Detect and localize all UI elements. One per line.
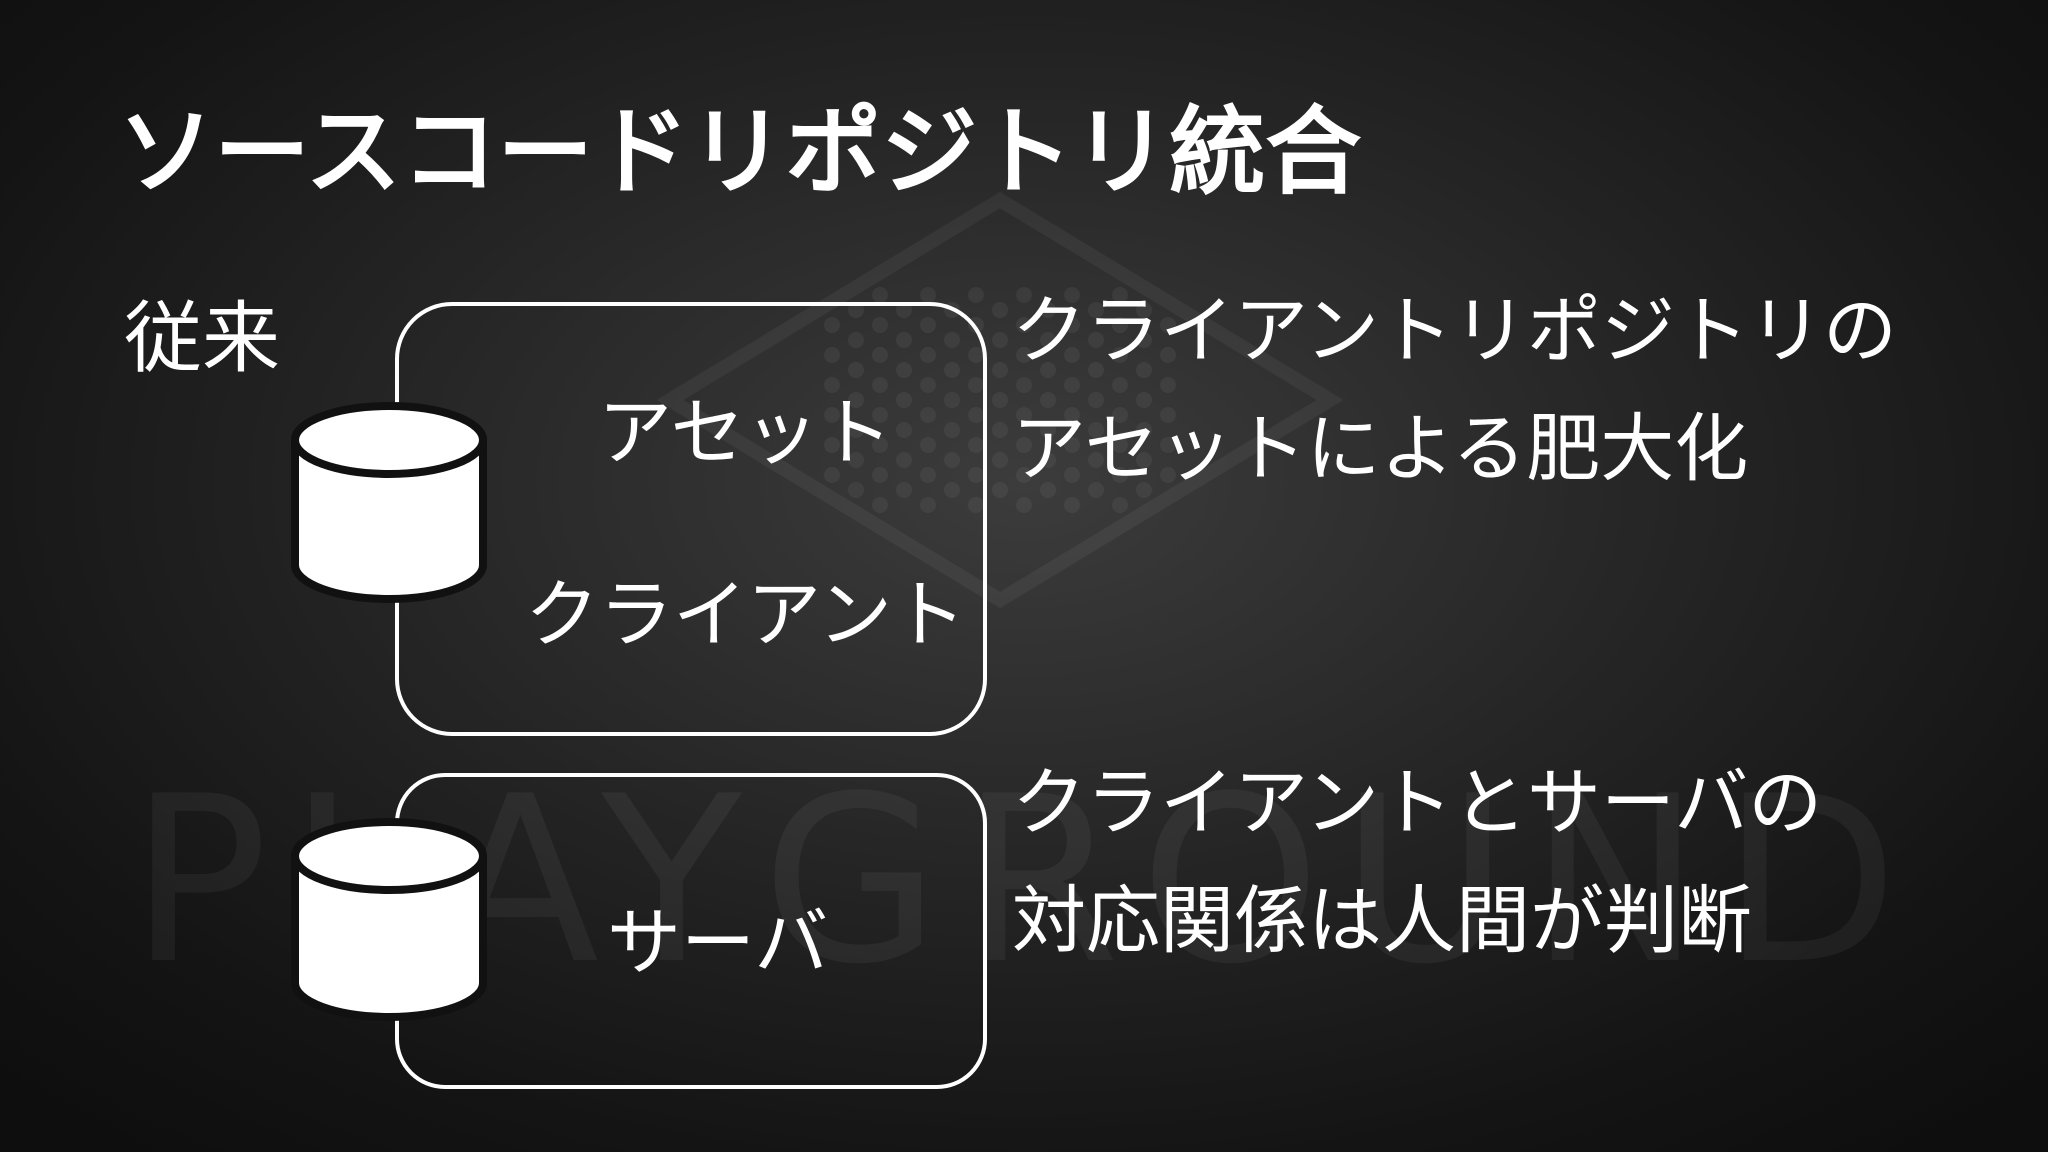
note-line: クライアントリポジトリの xyxy=(1012,288,1898,374)
note-line: クライアントとサーバの xyxy=(1012,760,1823,846)
database-icon xyxy=(291,818,487,1021)
problem-note-mapping: クライアントとサーバの 対応関係は人間が判断 xyxy=(1012,744,1822,980)
client-label: クライアント xyxy=(525,572,966,658)
database-icon xyxy=(291,402,487,603)
section-label: 従来 xyxy=(124,294,281,384)
problem-note-assets: クライアントリポジトリの アセットによる肥大化 xyxy=(1012,272,1897,508)
asset-label: アセット xyxy=(598,390,893,476)
slide-title: ソースコードリポジトリ統合 xyxy=(118,96,1362,208)
note-line: 対応関係は人間が判断 xyxy=(1012,878,1752,964)
note-line: アセットによる肥大化 xyxy=(1012,406,1749,492)
server-label: サーバ xyxy=(607,900,828,986)
